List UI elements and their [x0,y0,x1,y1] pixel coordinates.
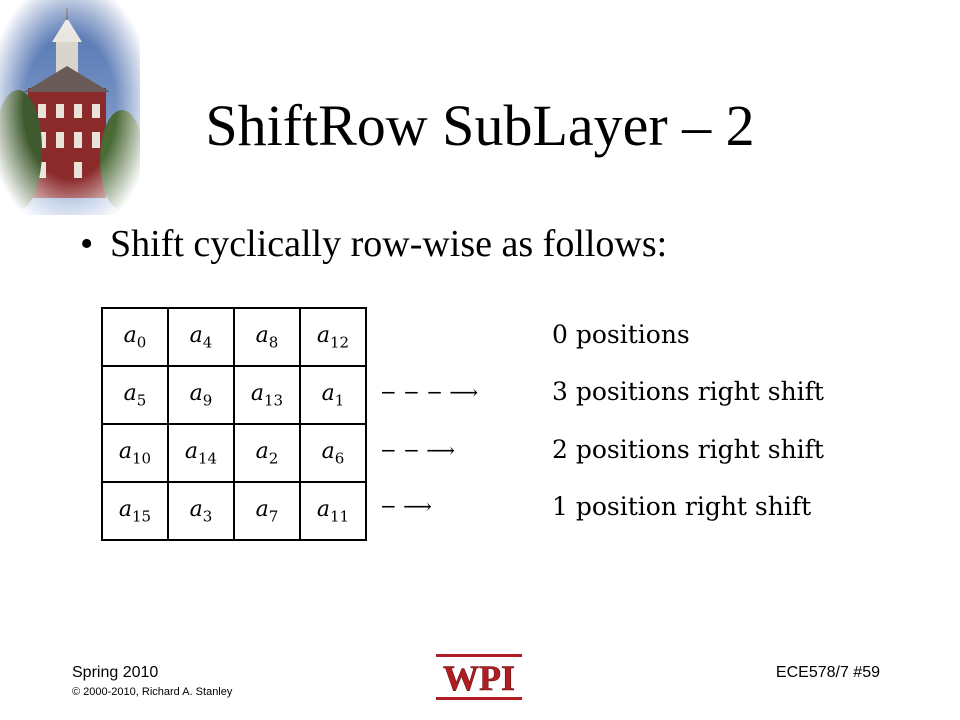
cell-value: a12 [316,322,350,352]
shift-arrow-1: − ⟶ [380,494,432,518]
wpi-logo: WPI [436,654,522,700]
matrix-cell: a12 [299,307,367,367]
cell-value: a5 [123,380,147,410]
building-photo [0,0,140,215]
footer-term: Spring 2010 [72,664,159,681]
matrix-row: a10 a14 a2 a6 [101,423,367,483]
matrix-row: a15 a3 a7 a11 [101,481,367,541]
shift-label-row-2: 2 positions right shift [552,435,824,464]
cell-value: a7 [255,496,279,526]
cell-value: a10 [118,438,152,468]
slide-title: ShiftRow SubLayer – 2 [205,93,755,158]
matrix-cell: a3 [167,481,235,541]
shift-label-row-1: 3 positions right shift [552,377,824,406]
shift-arrow-3: − − − ⟶ [380,380,479,404]
matrix-cell: a13 [233,365,301,425]
matrix-row: a0 a4 a8 a12 [101,307,367,367]
matrix-cell: a6 [299,423,367,483]
bullet-item: • Shift cyclically row-wise as follows: [80,222,667,266]
matrix-cell: a8 [233,307,301,367]
matrix-cell: a15 [101,481,169,541]
cell-value: a4 [189,322,213,352]
cell-value: a6 [321,438,345,468]
cell-value: a14 [184,438,218,468]
footer-slide-id: ECE578/7 #59 [775,664,880,681]
bullet-text: Shift cyclically row-wise as follows: [110,223,668,265]
matrix-cell: a0 [101,307,169,367]
matrix-cell: a7 [233,481,301,541]
matrix-cell: a4 [167,307,235,367]
shift-label-row-0: 0 positions [552,320,690,349]
wpi-logo-text: WPI [443,658,515,698]
cell-value: a8 [255,322,279,352]
cell-value: a1 [321,380,345,410]
matrix-cell: a9 [167,365,235,425]
matrix-cell: a11 [299,481,367,541]
matrix-cell: a5 [101,365,169,425]
cell-value: a2 [255,438,279,468]
cell-value: a3 [189,496,213,526]
cell-value: a9 [189,380,213,410]
matrix-cell: a2 [233,423,301,483]
cell-value: a13 [250,380,284,410]
cell-value: a15 [118,496,152,526]
matrix-cell: a10 [101,423,169,483]
cell-value: a11 [316,496,350,526]
matrix-cell: a1 [299,365,367,425]
matrix-cell: a14 [167,423,235,483]
cell-value: a0 [123,322,147,352]
bullet-dot: • [80,223,94,265]
shift-label-row-3: 1 position right shift [552,492,812,521]
footer-copyright: © 2000-2010, Richard A. Stanley [72,686,233,698]
state-matrix: a0 a4 a8 a12 a5 a9 a13 a1 a10 a14 a2 a6 … [101,307,367,541]
matrix-row: a5 a9 a13 a1 [101,365,367,425]
shift-arrow-2: − − ⟶ [380,438,455,462]
